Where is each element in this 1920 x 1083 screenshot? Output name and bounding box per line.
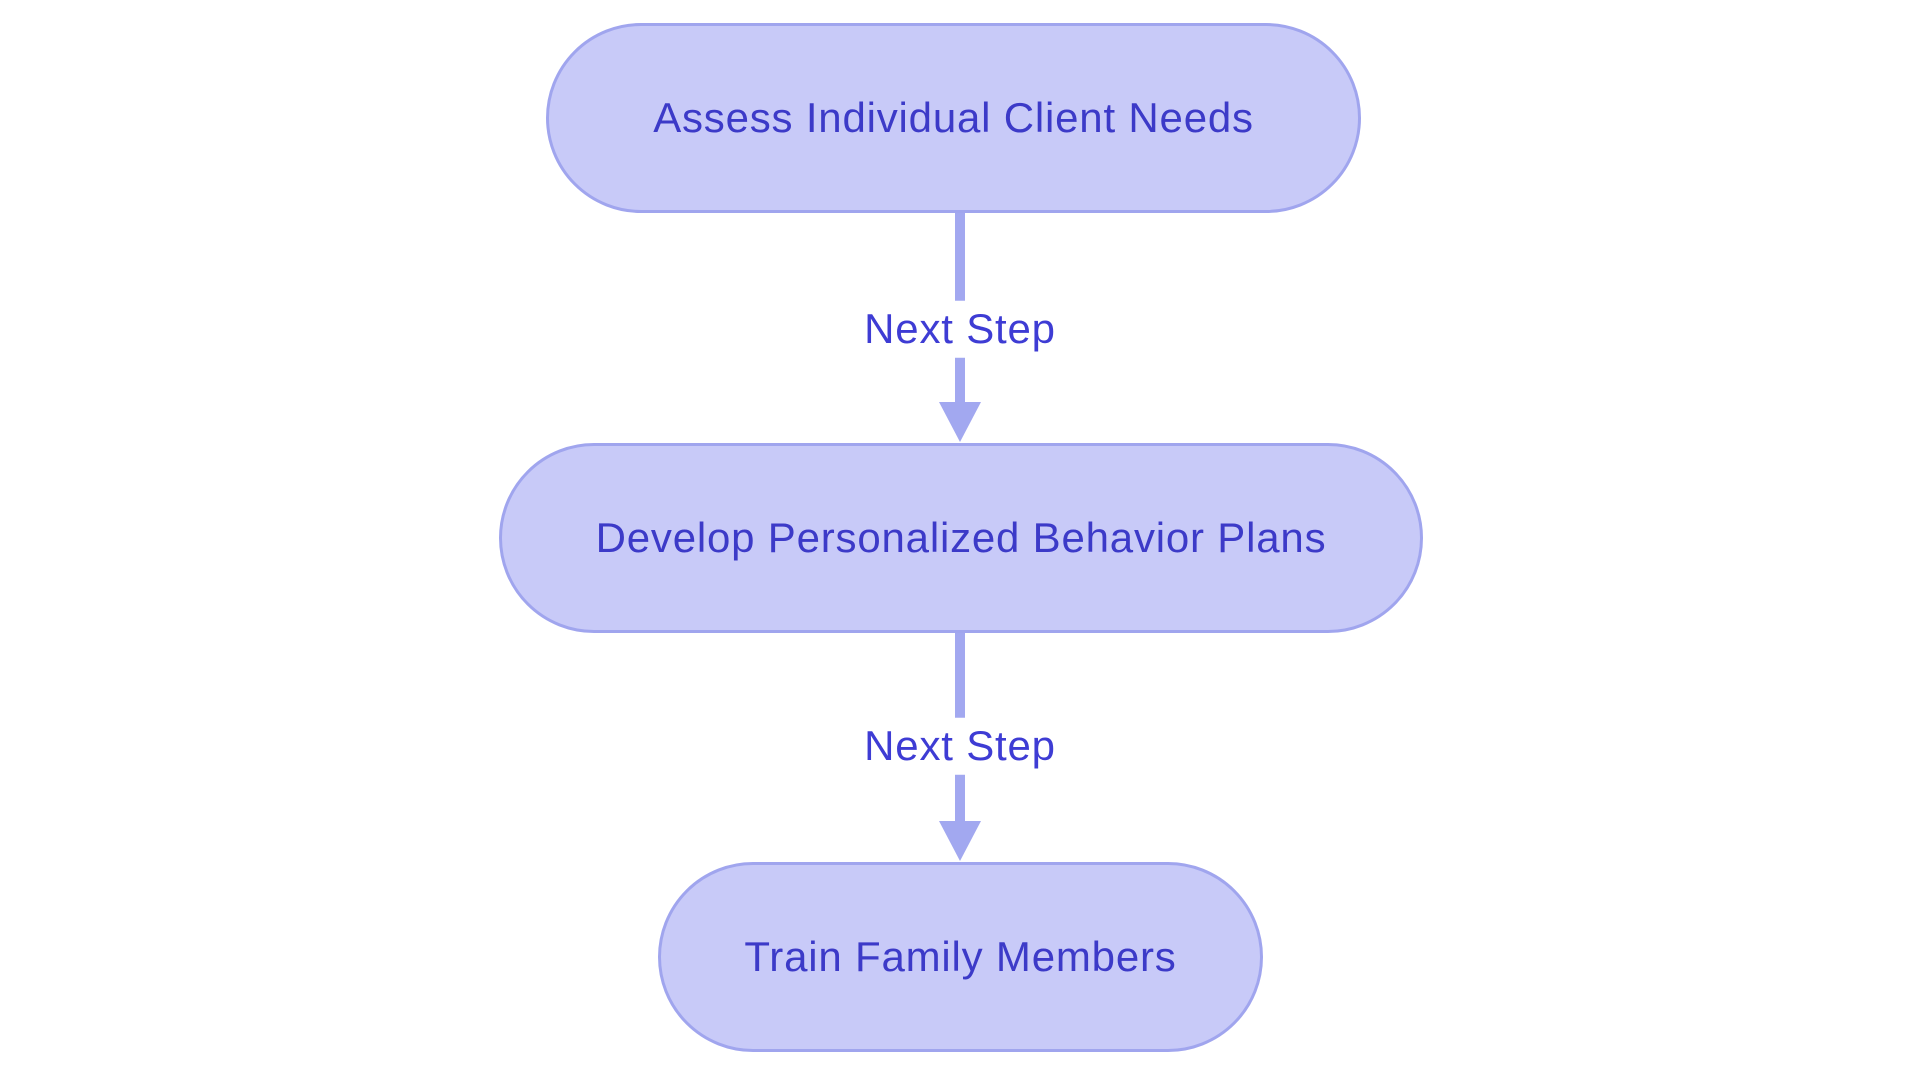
arrowhead-down-icon [939, 402, 981, 442]
node-label: Develop Personalized Behavior Plans [595, 513, 1327, 561]
arrowhead-down-icon [939, 821, 981, 861]
edge-label-next-step: Next Step [852, 717, 1068, 775]
flow-node-train-family-members: Train Family Members [658, 862, 1263, 1052]
node-label: Assess Individual Client Needs [653, 93, 1254, 141]
flow-node-assess-individual-client-needs: Assess Individual Client Needs [546, 23, 1361, 213]
edge-label-next-step: Next Step [852, 300, 1068, 358]
node-label: Train Family Members [744, 932, 1177, 980]
flow-node-develop-personalized-behavior-plans: Develop Personalized Behavior Plans [499, 443, 1423, 633]
